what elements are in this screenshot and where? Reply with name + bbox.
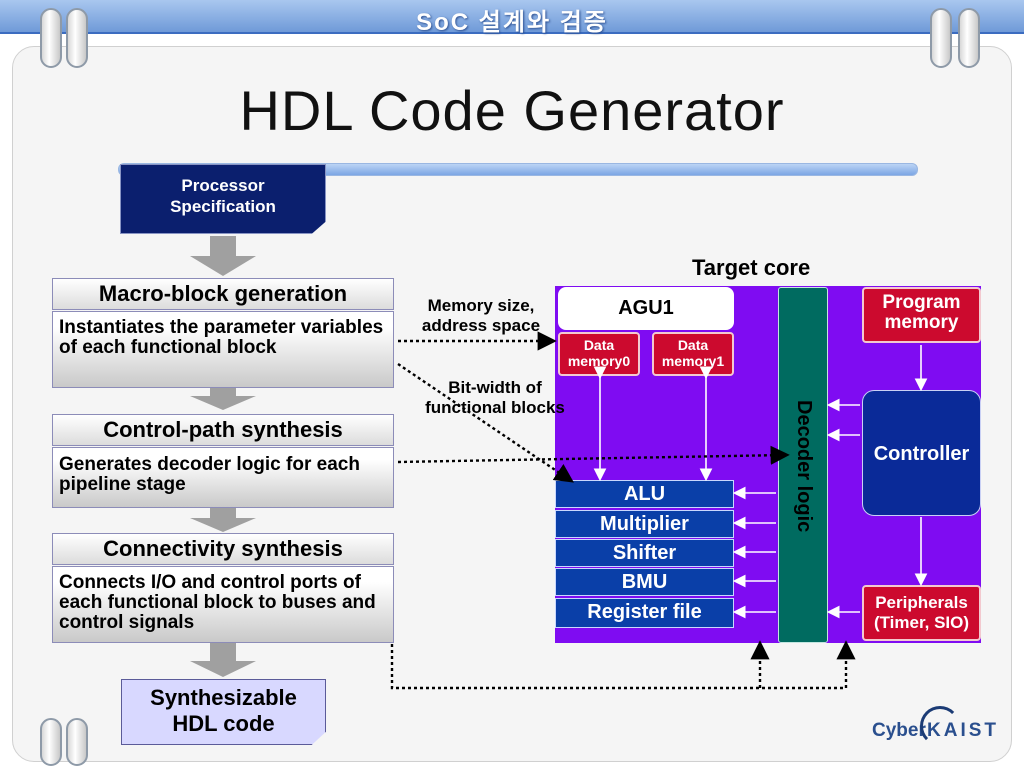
flow-arrow-icon <box>190 388 256 412</box>
output-label-line1: Synthesizable <box>150 685 297 710</box>
peripherals-line2: (Timer, SIO) <box>873 613 970 632</box>
logo-text-kaist: KAIST <box>927 720 999 741</box>
multiplier-block: Multiplier <box>555 510 734 538</box>
bmu-block: BMU <box>555 568 734 596</box>
logo-text-cyber: Cyber <box>872 720 926 741</box>
step-title-control-path: Control-path synthesis <box>52 414 394 446</box>
white-connectors <box>593 345 928 619</box>
data-memory1-line1: Data <box>677 337 709 353</box>
program-memory-block: Program memory <box>862 287 981 343</box>
bitwidth-callout-line1: Bit-width of <box>448 378 542 397</box>
memory-callout-line1: Memory size, <box>427 296 535 315</box>
binder-ring-icon <box>930 8 952 68</box>
bitwidth-callout-line2: functional blocks <box>425 398 565 417</box>
logo-swoosh-icon <box>920 706 960 746</box>
data-memory0-line2: memory0 <box>567 353 631 369</box>
data-memory0-line1: Data <box>583 337 615 353</box>
target-core-label: Target core <box>692 255 811 280</box>
data-memory1-line2: memory1 <box>661 353 725 369</box>
peripherals-block: Peripherals (Timer, SIO) <box>862 585 981 641</box>
flow-arrow-icon <box>190 643 256 679</box>
bit-width-callout: Bit-width of functional blocks <box>412 378 578 418</box>
alu-block: ALU <box>555 480 734 508</box>
program-memory-line2: memory <box>884 312 959 333</box>
step-body-macro-block: Instantiates the parameter variables of … <box>52 311 394 388</box>
agu-block: AGU1 <box>558 287 734 330</box>
synthesizable-hdl-box: Synthesizable HDL code <box>121 679 326 745</box>
spec-label-line2: Specification <box>170 197 276 216</box>
step-body-connectivity: Connects I/O and control ports of each f… <box>52 566 394 643</box>
slide-title: HDL Code Generator <box>239 79 785 142</box>
data-memory1-block: Data memory1 <box>652 332 734 376</box>
memory-size-callout: Memory size, address space <box>408 296 554 336</box>
shifter-block: Shifter <box>555 539 734 567</box>
binder-ring-icon <box>40 718 62 766</box>
step-title-macro-block: Macro-block generation <box>52 278 394 310</box>
controller-block: Controller <box>862 390 981 516</box>
binder-ring-icon <box>40 8 62 68</box>
decoder-logic-label: Decoder logic <box>793 399 815 533</box>
program-memory-line1: Program <box>882 292 961 313</box>
dotted-connectors <box>390 331 856 690</box>
binder-ring-icon <box>958 8 980 68</box>
step-title-connectivity: Connectivity synthesis <box>52 533 394 565</box>
header-bar: SoC 설계와 검증 <box>0 0 1024 36</box>
flow-arrow-icon <box>190 236 256 278</box>
binder-ring-icon <box>66 718 88 766</box>
header-title: SoC 설계와 검증 <box>416 9 608 36</box>
processor-specification-box: Processor Specification <box>120 164 326 234</box>
step-body-control-path: Generates decoder logic for each pipelin… <box>52 447 394 508</box>
flow-arrow-icon <box>190 508 256 534</box>
peripherals-line1: Peripherals <box>875 593 968 612</box>
output-label-line2: HDL code <box>172 711 275 736</box>
binder-ring-icon <box>66 8 88 68</box>
memory-callout-line2: address space <box>421 316 541 335</box>
decoder-logic-block: Decoder logic <box>778 287 828 643</box>
spec-label-line1: Processor <box>181 176 265 195</box>
cyberkaist-logo: Cyber KAIST <box>872 704 1006 750</box>
register-file-block: Register file <box>555 598 734 628</box>
